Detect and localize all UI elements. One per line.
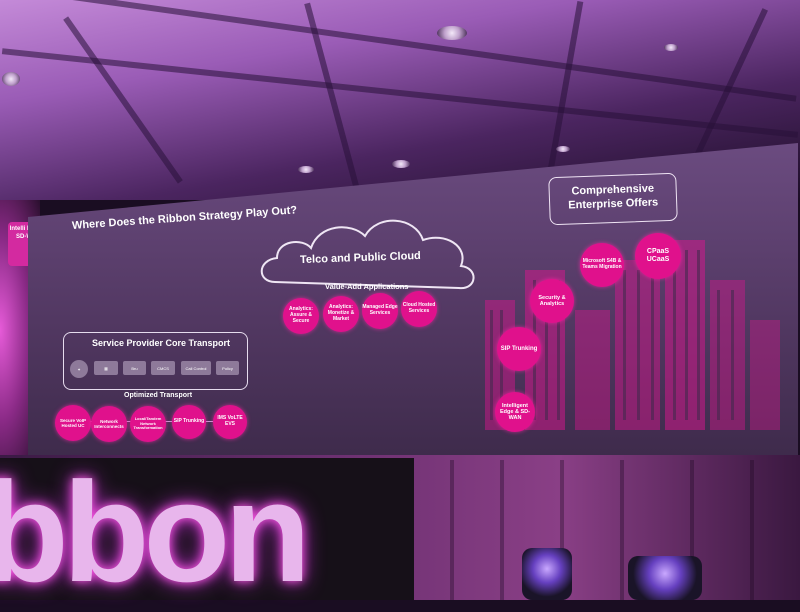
transport-item-sip: SIP Trunking (172, 405, 206, 439)
cloud-app-cloud-hosted: Cloud Hosted Services (401, 291, 437, 327)
sp-icon-cmcs: CMCS (151, 361, 175, 375)
ceiling-light (392, 160, 410, 168)
cloud-app-analytics-monetize: Analytics: Monetize & Market (323, 296, 359, 332)
sp-icon-bru: Bru (123, 361, 146, 375)
sp-core-box (63, 332, 248, 390)
stage-logo: bbon (0, 453, 311, 612)
stage-light-right (628, 556, 702, 600)
ceiling-light (437, 26, 467, 40)
cloud-outline-icon (260, 219, 475, 290)
optimized-transport-label: Optimized Transport (124, 392, 193, 399)
ceiling-light (664, 44, 678, 51)
cloud-app-analytics-assure: Analytics: Assure & Secure (283, 298, 319, 334)
cloud-app-managed-edge: Managed Edge Services (362, 293, 398, 329)
enterprise-item-microsoft: Microsoft S4B & Teams Migration (580, 243, 624, 287)
enterprise-item-sd-wan: Intelligent Edge & SD-WAN (495, 392, 535, 432)
enterprise-item-security: Security & Analytics (530, 279, 574, 323)
ceiling-light (298, 166, 314, 173)
sp-icon-policy: Policy (216, 361, 239, 375)
enterprise-item-sip-trunking: SIP Trunking (497, 327, 541, 371)
stage-light-left (522, 548, 572, 600)
enterprise-item-cpaas: CPaaS UCaaS (635, 233, 681, 279)
transport-item-ims: IMS VoLTE EVS (213, 405, 247, 439)
transport-item-interconnects: Network Interconnects (91, 406, 127, 442)
logo-panel (0, 458, 414, 600)
firewall-icon: ▦ (94, 361, 118, 375)
transport-item-voip: Secure VoIP Hosted UC (55, 405, 91, 441)
value-add-label: Value-Add Applications (325, 282, 409, 291)
ceiling-light (2, 72, 20, 86)
ceiling-light (556, 146, 570, 152)
enterprise-title: Comprehensive Enterprise Offers (568, 182, 659, 212)
transport-item-local-tandem: Local/Tandem Network Transformation (130, 406, 166, 442)
sp-icon-call-control: Call Control (181, 361, 211, 375)
sp-core-title: Service Provider Core Transport (92, 338, 231, 348)
gateway-icon: ✦ (70, 360, 88, 378)
